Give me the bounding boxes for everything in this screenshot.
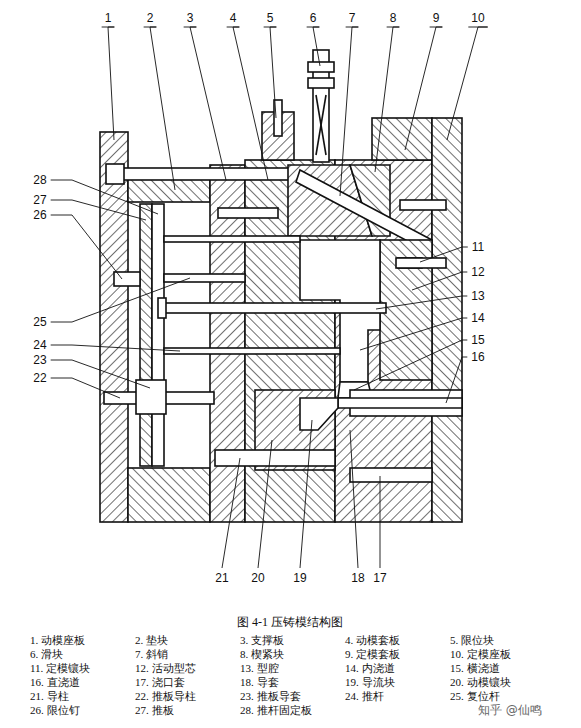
- callout-number: 5: [267, 12, 274, 24]
- part-list-entry: 8. 楔紧块: [240, 649, 284, 660]
- leader-line: [376, 296, 467, 309]
- callout-number: 9: [433, 12, 440, 24]
- leader-line: [222, 458, 240, 568]
- callout-number: 4: [230, 12, 237, 24]
- part-list-entry: 27. 推板: [135, 705, 174, 716]
- leader-line: [144, 27, 175, 190]
- part-list-entry: 17. 浇口套: [135, 677, 185, 688]
- leader-line: [51, 378, 120, 398]
- part-list-entry: 16. 直浇道: [30, 677, 80, 688]
- callout-number: 20: [251, 572, 264, 584]
- part-list-entry: 13. 型腔: [240, 663, 279, 674]
- callout-number: 28: [33, 174, 46, 186]
- part-list-entry: 10. 定模座板: [450, 649, 511, 660]
- leader-line: [420, 247, 468, 262]
- figure-caption: 图 4-1 压铸模结构图: [237, 616, 343, 628]
- leader-line: [51, 215, 122, 279]
- callout-number: 1: [105, 12, 112, 24]
- leader-line: [412, 272, 467, 290]
- leader-line: [446, 357, 467, 403]
- leader-line: [447, 27, 488, 140]
- watermark: 知乎 @仙鸣: [478, 704, 542, 716]
- callout-number: 16: [471, 351, 484, 363]
- part-list-entry: 24. 推杆: [345, 691, 384, 702]
- part-list-entry: 4. 动模套板: [345, 635, 400, 646]
- leader-line: [51, 345, 180, 351]
- callout-number: 15: [471, 334, 484, 346]
- part-list-entry: 5. 限位块: [450, 635, 494, 646]
- part-list-entry: 28. 推杆固定板: [240, 705, 312, 716]
- mold-section: [100, 50, 462, 522]
- callout-number: 17: [373, 572, 386, 584]
- part-list-entry: 3. 支撑板: [240, 635, 284, 646]
- callout-number: 18: [351, 572, 364, 584]
- callout-number: 21: [215, 572, 228, 584]
- callout-number: 26: [33, 209, 46, 221]
- leader-line: [184, 27, 226, 180]
- leader-line: [380, 476, 381, 568]
- part-list-entry: 9. 定模套板: [345, 649, 400, 660]
- part-list-entry: 2. 垫块: [135, 635, 168, 646]
- part-list-entry: 19. 导流块: [345, 677, 395, 688]
- callout-number: 14: [471, 312, 484, 324]
- part-list-entry: 14. 内浇道: [345, 663, 395, 674]
- leader-line: [307, 27, 320, 66]
- callout-number: 25: [33, 316, 46, 328]
- leader-line: [375, 27, 399, 172]
- callout-number: 13: [471, 290, 484, 302]
- part-list-entry: 1. 动模座板: [30, 635, 85, 646]
- callout-number: 3: [187, 12, 194, 24]
- leader-line: [264, 27, 277, 118]
- part-list-entry: 21. 导柱: [30, 691, 69, 702]
- leader-line: [258, 440, 272, 568]
- leader-line: [350, 430, 358, 568]
- leader-line: [51, 360, 150, 388]
- part-list-entry: 20. 动模镶块: [450, 677, 511, 688]
- part-list-entry: 18. 导套: [240, 677, 279, 688]
- part-list-entry: 26. 限位钉: [30, 705, 80, 716]
- callout-number: 12: [471, 266, 484, 278]
- leader-line: [51, 180, 158, 214]
- leader-line: [102, 27, 115, 140]
- callout-number: 7: [349, 12, 356, 24]
- part-list-entry: 11. 定模镶块: [30, 663, 90, 674]
- part-list-entry: 6. 滑块: [30, 649, 63, 660]
- callout-number: 19: [293, 572, 306, 584]
- leader-line: [340, 27, 358, 196]
- leader-line: [227, 27, 268, 180]
- leader-line: [51, 200, 146, 220]
- part-list-entry: 22. 推板导柱: [135, 691, 196, 702]
- part-list-entry: 25. 复位杆: [450, 691, 500, 702]
- leader-line: [405, 27, 442, 150]
- part-list-entry: 7. 斜销: [135, 649, 168, 660]
- callout-number: 2: [147, 12, 154, 24]
- part-list-entry: 23. 推板导套: [240, 691, 301, 702]
- part-list-entry: 15. 横浇道: [450, 663, 500, 674]
- callout-number: 11: [472, 241, 484, 253]
- leader-line: [51, 278, 190, 322]
- callout-number: 6: [310, 12, 317, 24]
- leader-line: [354, 340, 467, 390]
- callout-number: 23: [33, 354, 46, 366]
- leader-line: [300, 420, 312, 568]
- callout-number: 8: [390, 12, 397, 24]
- callout-number: 24: [33, 339, 46, 351]
- part-list-entry: 12. 活动型芯: [135, 663, 196, 674]
- callout-number: 22: [33, 372, 46, 384]
- callout-number: 10: [471, 12, 484, 24]
- leader-lines: [51, 27, 488, 568]
- callout-number: 27: [33, 194, 46, 206]
